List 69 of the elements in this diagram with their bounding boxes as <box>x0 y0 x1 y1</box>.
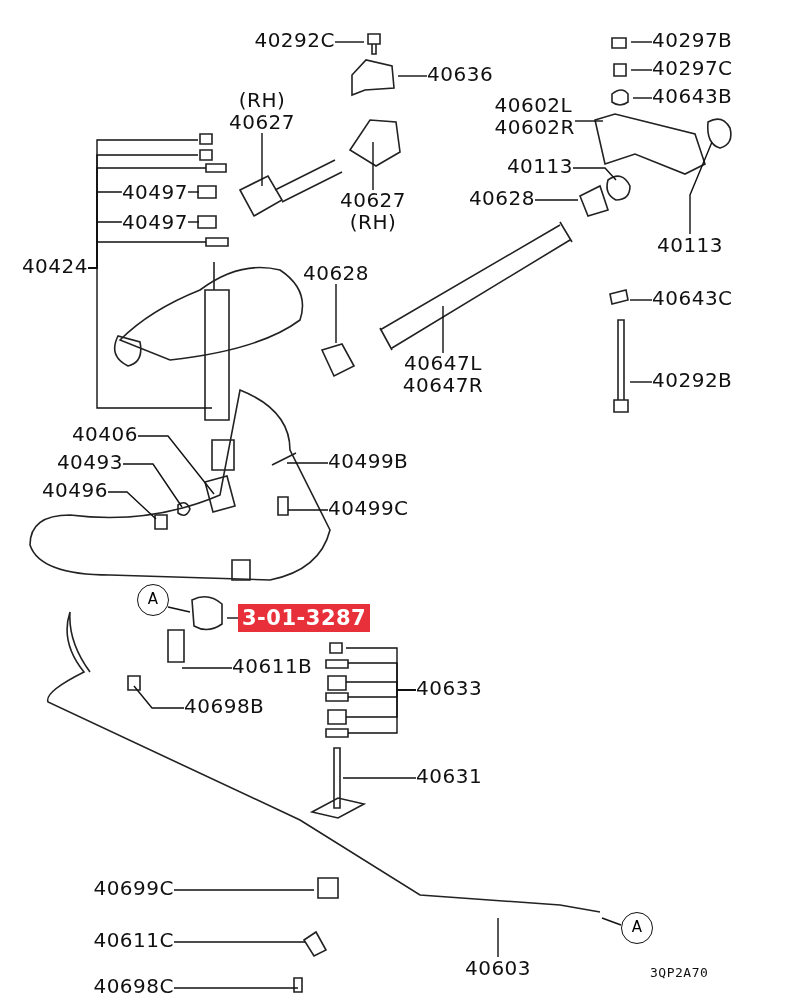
leader-line <box>122 463 183 508</box>
leader-line <box>572 167 617 181</box>
leader-line <box>629 381 653 383</box>
part-number: 40497 <box>121 181 188 203</box>
part-number: 40636 <box>427 63 494 85</box>
leader-line <box>632 97 653 99</box>
part-number: 40633 <box>416 677 483 699</box>
leader-line <box>342 777 417 779</box>
part-number: 40611B <box>232 655 313 677</box>
part-number: 40643B <box>652 85 733 107</box>
part-number: 40643C <box>652 287 733 309</box>
leader-line <box>261 132 263 187</box>
part-number: 40496 <box>41 479 108 501</box>
part-number: 40493 <box>56 451 123 473</box>
part-number: 40602L 40602R <box>494 94 575 138</box>
part-number: 40406 <box>71 423 138 445</box>
leader-line <box>173 889 315 891</box>
part-number: 40113 <box>656 234 724 256</box>
part-number: 40499C <box>328 497 409 519</box>
leader-line <box>689 141 713 235</box>
part-number: 40698B <box>184 695 265 717</box>
leader-line <box>574 120 604 122</box>
part-number: 40698C <box>93 975 174 997</box>
leader-line <box>133 685 185 709</box>
highlighted-part-number: 3-01-3287 <box>238 604 371 632</box>
part-number: (RH) 40627 <box>228 89 296 133</box>
part-number: 40611C <box>93 929 174 951</box>
leader-line <box>347 689 417 734</box>
part-number: 40628 <box>468 187 535 209</box>
leader-line <box>187 221 200 223</box>
leader-line <box>173 941 306 943</box>
drawing-code: 3QP2A70 <box>650 964 709 982</box>
leader-line <box>335 283 337 344</box>
leader-line <box>226 617 239 619</box>
part-number: 40627 (RH) <box>339 189 407 233</box>
leader-line <box>181 667 233 669</box>
leader-line <box>497 917 499 958</box>
leader-line <box>87 221 123 269</box>
part-number: 40497 <box>121 211 188 233</box>
part-number: 40297B <box>652 29 733 51</box>
part-number: 40499B <box>328 450 409 472</box>
leader-line <box>107 491 157 520</box>
leader-line <box>187 191 200 193</box>
leader-line <box>630 41 653 43</box>
leader-line <box>287 509 329 511</box>
part-number: 40292C <box>254 29 335 51</box>
part-number: 40603 <box>464 957 532 979</box>
reference-circle: A <box>137 584 169 616</box>
part-number: 40424 <box>21 255 88 277</box>
leader-line <box>397 75 428 77</box>
leader-line <box>372 141 374 191</box>
leader-line <box>334 41 365 43</box>
leader-line <box>167 606 191 613</box>
leader-line <box>286 462 329 464</box>
part-number: 40292B <box>652 369 733 391</box>
leader-line <box>137 435 215 495</box>
part-number: 40647L 40647R <box>402 352 484 396</box>
leader-line <box>534 199 579 201</box>
part-number: 40631 <box>416 765 483 787</box>
leader-line <box>442 305 444 354</box>
leader-line <box>630 69 653 71</box>
leader-line <box>173 987 299 989</box>
leader-line <box>629 299 653 301</box>
part-number: 40113 <box>506 155 573 177</box>
leader-line <box>601 917 622 926</box>
reference-circle: A <box>621 912 653 944</box>
part-number: 40628 <box>302 262 370 284</box>
part-number: 40699C <box>93 877 174 899</box>
part-number: 40297C <box>652 57 733 79</box>
